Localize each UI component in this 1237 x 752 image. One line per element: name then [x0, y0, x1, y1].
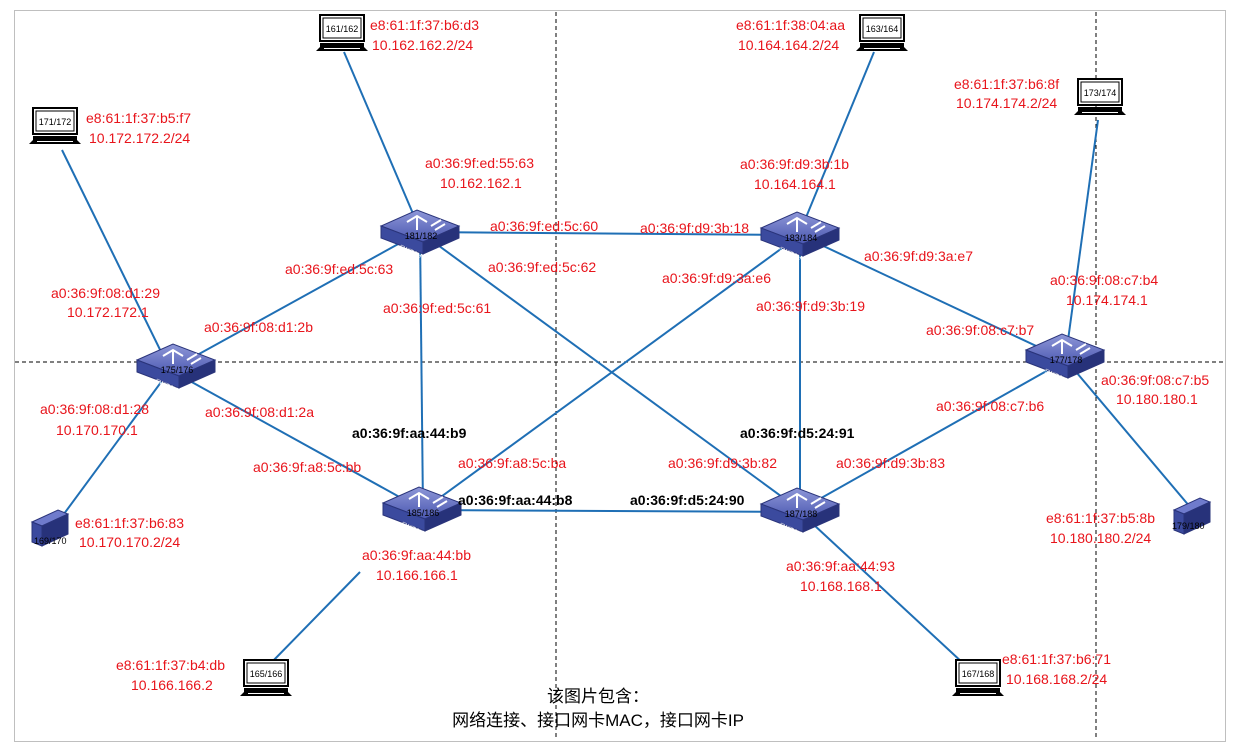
link-185-183-mac: a0:36:9f:a8:5c:ba — [458, 455, 567, 471]
switch-187-top-mac: a0:36:9f:d5:24:91 — [740, 425, 855, 441]
host-165-mac: e8:61:1f:37:b4:db — [116, 657, 225, 673]
server-179-ip: 10.180.180.2/24 — [1050, 530, 1152, 546]
server-169-mac: e8:61:1f:37:b6:83 — [75, 515, 184, 531]
host-163-ip: 10.164.164.2/24 — [738, 37, 840, 53]
link-181-183-mac-b: a0:36:9f:d9:3b:18 — [640, 220, 749, 236]
host-167-mac: e8:61:1f:37:b6:71 — [1002, 651, 1111, 667]
caption-title: 该图片包含： — [547, 687, 649, 706]
server-179[interactable]: 179/180 — [1172, 497, 1211, 535]
switch-175-downlink-ip: 10.170.170.1 — [56, 422, 138, 438]
host-171[interactable]: 171/172 — [28, 107, 82, 145]
host-163-mac: e8:61:1f:38:04:aa — [736, 17, 845, 33]
switch-183-label: 183/184 — [785, 233, 818, 243]
switch-175-uplink-ip: 10.172.172.1 — [67, 304, 149, 320]
link-185-175-mac: a0:36:9f:a8:5c:bb — [253, 459, 362, 475]
host-161-ip: 10.162.162.2/24 — [372, 37, 474, 53]
link-185-187 — [422, 509, 801, 513]
host-163[interactable]: 163/164 — [855, 14, 909, 52]
switch-185-right-mac: a0:36:9f:aa:44:b8 — [458, 492, 573, 508]
link-181-187-mac: a0:36:9f:ed:5c:62 — [488, 259, 597, 275]
link-183-187-mac: a0:36:9f:d9:3b:19 — [756, 298, 865, 314]
switch-175-downlink-mac: a0:36:9f:08:d1:28 — [40, 401, 149, 417]
switch-187-downlink-mac: a0:36:9f:aa:44:93 — [786, 558, 895, 574]
server-169-label: 169/170 — [34, 536, 67, 546]
switch-175-label: 175/176 — [161, 365, 194, 375]
link-177-179 — [1065, 359, 1197, 515]
switch-177-downlink-mac: a0:36:9f:08:c7:b5 — [1101, 372, 1210, 388]
link-175-185-mac: a0:36:9f:08:d1:2a — [205, 404, 314, 420]
host-167-ip: 10.168.168.2/24 — [1006, 671, 1108, 687]
link-181-175 — [169, 231, 421, 371]
link-173-177 — [1065, 119, 1099, 356]
host-173-ip: 10.174.174.2/24 — [956, 95, 1058, 111]
link-163-183 — [799, 51, 875, 233]
host-163-label: 163/164 — [866, 24, 899, 34]
server-169[interactable]: 169/170 — [31, 509, 69, 547]
switch-177-uplink-ip: 10.174.174.1 — [1066, 292, 1148, 308]
host-165-ip: 10.166.166.2 — [131, 677, 213, 693]
link-183-177 — [799, 234, 1067, 361]
switch-183-uplink-mac: a0:36:9f:d9:3b:1b — [740, 156, 849, 172]
diagram-frame — [14, 10, 1226, 742]
switch-185-downlink-ip: 10.166.166.1 — [376, 567, 458, 583]
host-161-label: 161/162 — [326, 24, 359, 34]
host-161-mac: e8:61:1f:37:b6:d3 — [370, 17, 479, 33]
switch-177-label: 177/178 — [1050, 355, 1083, 365]
link-181-185-mac: a0:36:9f:ed:5c:61 — [383, 300, 492, 316]
host-161[interactable]: 161/162 — [315, 14, 369, 52]
link-187-167 — [799, 511, 965, 665]
link-177-187 — [799, 359, 1067, 511]
host-165-label: 165/166 — [250, 669, 283, 679]
link-181-183-mac-a: a0:36:9f:ed:5c:60 — [490, 218, 599, 234]
switch-185-label: 185/186 — [407, 508, 440, 518]
switch-177-uplink-mac: a0:36:9f:08:c7:b4 — [1050, 272, 1159, 288]
link-183-177-mac: a0:36:9f:d9:3a:e7 — [864, 248, 973, 264]
host-167[interactable]: 167/168 — [951, 659, 1005, 697]
link-187-177-mac: a0:36:9f:d9:3b:83 — [836, 455, 945, 471]
switch-181-uplink-mac: a0:36:9f:ed:55:63 — [425, 155, 534, 171]
caption-description: 网络连接、接口网卡MAC，接口网卡IP — [452, 711, 744, 730]
link-177-183-mac: a0:36:9f:08:c7:b7 — [926, 322, 1035, 338]
server-179-label: 179/180 — [1172, 521, 1205, 531]
link-183-185 — [422, 234, 801, 511]
link-171-175 — [61, 149, 171, 371]
link-175-169 — [57, 369, 171, 523]
link-177-187-mac: a0:36:9f:08:c7:b6 — [936, 398, 1045, 414]
switch-181-label: 181/182 — [405, 231, 438, 241]
links — [57, 51, 1197, 665]
switch-181-uplink-ip: 10.162.162.1 — [440, 175, 522, 191]
link-181-175-mac: a0:36:9f:ed:5c:63 — [285, 261, 394, 277]
link-181-183 — [419, 231, 801, 236]
link-175-181-mac: a0:36:9f:08:d1:2b — [204, 319, 313, 335]
host-171-label: 171/172 — [39, 117, 72, 127]
link-185-165 — [269, 571, 361, 665]
host-173-mac: e8:61:1f:37:b6:8f — [954, 76, 1060, 92]
link-175-185 — [169, 369, 424, 511]
host-171-mac: e8:61:1f:37:b5:f7 — [86, 110, 192, 126]
link-181-187 — [419, 231, 801, 511]
host-173[interactable]: 173/174 — [1073, 78, 1127, 116]
host-167-label: 167/168 — [962, 669, 995, 679]
link-161-181 — [343, 51, 421, 231]
link-187-181-mac: a0:36:9f:d9:3b:82 — [668, 455, 777, 471]
switch-185-downlink-mac: a0:36:9f:aa:44:bb — [362, 547, 471, 563]
host-171-ip: 10.172.172.2/24 — [89, 130, 191, 146]
server-179-mac: e8:61:1f:37:b5:8b — [1046, 510, 1155, 526]
switch-187-downlink-ip: 10.168.168.1 — [800, 578, 882, 594]
switch-185-top-mac: a0:36:9f:aa:44:b9 — [352, 425, 467, 441]
server-169-ip: 10.170.170.2/24 — [79, 534, 181, 550]
switch-187-left-mac: a0:36:9f:d5:24:90 — [630, 492, 745, 508]
link-181-185 — [419, 231, 424, 511]
host-165[interactable]: 165/166 — [239, 659, 293, 697]
switch-183-uplink-ip: 10.164.164.1 — [754, 176, 836, 192]
link-183-185-mac: a0:36:9f:d9:3a:e6 — [662, 270, 771, 286]
host-173-label: 173/174 — [1084, 88, 1117, 98]
switch-177-downlink-ip: 10.180.180.1 — [1116, 391, 1198, 407]
switch-175-uplink-mac: a0:36:9f:08:d1:29 — [51, 285, 160, 301]
switch-187-label: 187/188 — [785, 509, 818, 519]
